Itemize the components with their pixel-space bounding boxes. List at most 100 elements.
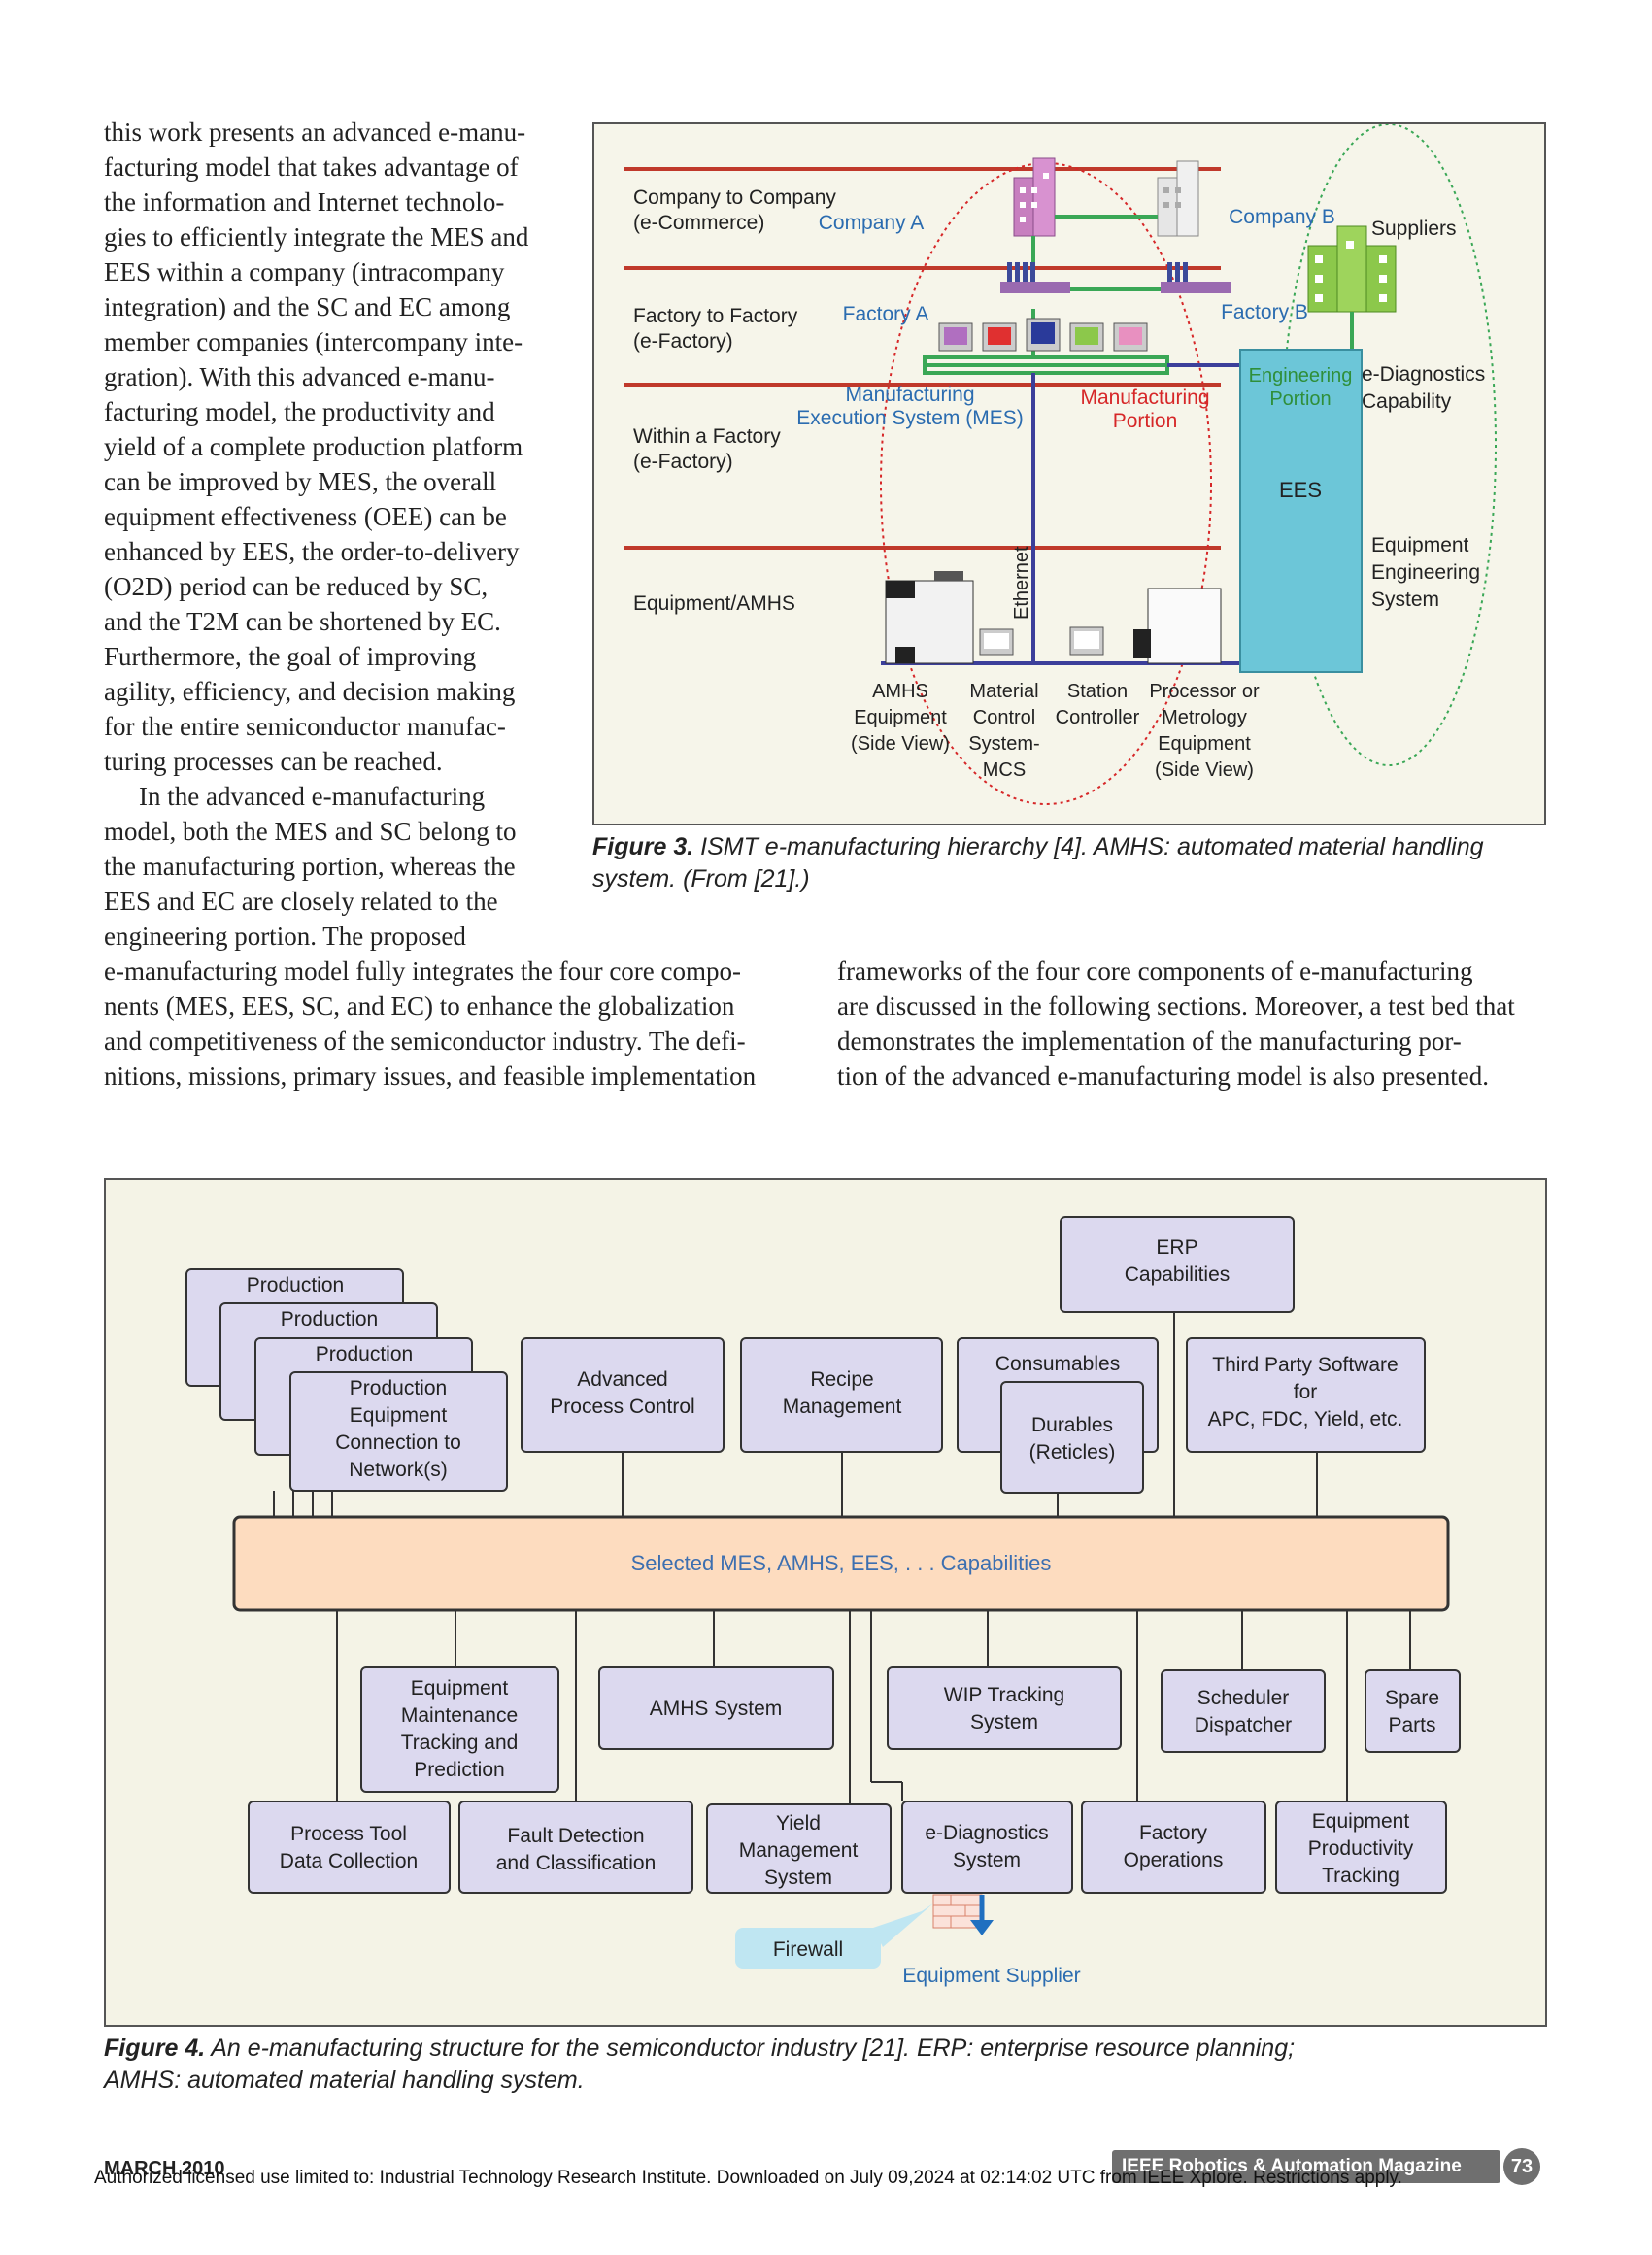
text-line: gies to efficiently integrate the MES an… [104,222,529,252]
arrow-down-icon [970,1920,994,1935]
footer-magazine-title: IEEE Robotics & Automation Magazine [1122,2156,1462,2176]
production-connection-label: Production [350,1377,447,1399]
text-line: equipment effectiveness (OEE) can be [104,502,507,531]
wip-tracking-label: System [970,1711,1038,1733]
wip-tracking-label: WIP Tracking [944,1684,1064,1706]
text-line: and the T2M can be shortened by EC. [104,607,501,636]
ediagnostics-box [901,1801,1073,1894]
license-notice: Authorized licensed use limited to: Indu… [94,2168,1402,2188]
text-line: and competitiveness of the semiconductor… [104,1027,746,1056]
production-label: Production [316,1343,413,1365]
equipment-maintenance-box [360,1666,559,1793]
production-connection-box [289,1371,508,1492]
figure-4: ERP Capabilities Production Production P… [104,1178,1547,2027]
station-label: Controller [1056,707,1140,728]
figure-3-caption-text: ISMT e-manufacturing hierarchy [4]. AMHS… [700,833,1484,860]
tier-label: (e-Factory) [633,330,733,353]
tier-label: Within a Factory [633,425,781,448]
text-line: e-manufacturing model fully integrates t… [104,957,742,986]
text-line: this work presents an advanced e-manu- [104,118,526,147]
figure-3-diagram: Company to Company (e-Commerce) Factory … [624,123,1497,805]
spare-parts-label: Parts [1388,1714,1435,1736]
apc-box [521,1337,725,1453]
text-line: member companies (intercompany inte- [104,327,523,356]
tier-label: Equipment/AMHS [633,592,795,615]
yield-management-label: Yield [776,1812,821,1834]
figure-4-caption: Figure 4. An e-manufacturing structure f… [104,2033,1541,2097]
equipment-maintenance-label: Maintenance [401,1704,518,1727]
text-line: are discussed in the following sections.… [837,992,1515,1021]
figure-4-caption-text: An e-manufacturing structure for the sem… [211,2035,1296,2062]
text-line: integration) and the SC and EC among [104,292,511,321]
scheduler-box [1161,1669,1326,1753]
processor-label: Metrology [1162,707,1247,728]
scheduler-label: Dispatcher [1195,1714,1292,1736]
amhs-system-box [598,1666,834,1750]
text-line: EES and EC are closely related to the [104,887,498,916]
firewall-callout [873,1903,933,1947]
factory-a-icon [1000,262,1070,293]
mes-label: Execution System (MES) [796,407,1023,429]
spare-parts-box [1365,1669,1461,1753]
apc-label: Advanced [577,1368,667,1391]
equipment-maintenance-label: Tracking and [401,1732,519,1754]
scheduler-label: Scheduler [1197,1687,1290,1709]
process-tool-box [248,1801,451,1894]
manufacturing-ellipse [880,162,1212,805]
text-line: for the entire semiconductor manufac- [104,712,506,741]
production-connection-label: Equipment [350,1404,448,1427]
mcs-label: MCS [983,759,1026,781]
third-party-label: Third Party Software [1212,1354,1398,1376]
body-paragraph-1: this work presents an advanced e-manu-fa… [104,115,558,779]
amhs-equipment-icon [885,571,974,664]
wip-tracking-box [887,1666,1122,1750]
manufacturing-portion-label: Manufacturing [1080,387,1209,409]
figure-4-caption-text: AMHS: automated material handling system… [104,2067,585,2094]
text-line: demonstrates the implementation of the m… [837,1027,1462,1056]
ees-description: Equipment [1371,534,1469,556]
text-line: facturing model, the productivity and [104,397,495,426]
yield-management-label: Management [739,1839,859,1862]
recipe-label: Recipe [810,1368,873,1391]
equipment-maintenance-label: Equipment [411,1677,509,1700]
figure-3-caption-label: Figure 3. [592,833,694,860]
station-controller-icon [979,626,1104,656]
text-line: the manufacturing portion, whereas the [104,852,516,881]
company-b-label: Company B [1229,206,1335,228]
tier-label: Factory to Factory [633,305,798,327]
mcs-label: Control [973,707,1035,728]
tier-label: (e-Factory) [633,451,733,473]
apc-label: Process Control [550,1396,694,1418]
factory-a-label: Factory A [843,303,929,325]
third-party-label: APC, FDC, Yield, etc. [1208,1408,1403,1430]
text-line: engineering portion. The proposed [104,922,466,951]
yield-management-label: System [764,1867,832,1889]
figure-4-caption-label: Figure 4. [104,2035,206,2062]
body-paragraph-2-left: e-manufacturing model fully integrates t… [104,954,808,1094]
factory-b-label: Factory B [1221,301,1308,323]
mcs-label: Material [969,681,1038,702]
ethernet-label: Ethernet [1011,546,1032,620]
tier-label: Company to Company [633,186,836,209]
processor-label: (Side View) [1155,759,1254,781]
tier-label: (e-Commerce) [633,212,764,234]
equipment-maintenance-label: Prediction [414,1759,504,1781]
amhs-system-label: AMHS System [650,1698,783,1720]
ediagnostics-label: System [953,1849,1021,1871]
recipe-label: Management [783,1396,902,1418]
spare-parts-label: Spare [1385,1687,1439,1709]
mcs-label: System- [968,733,1039,755]
text-line: agility, efficiency, and decision making [104,677,516,706]
ediag-capability-label: Capability [1362,390,1452,413]
figure-3: Company to Company (e-Commerce) Factory … [592,122,1546,825]
text-line: the information and Internet technolo- [104,187,505,217]
workstation-icons [938,318,1148,352]
amhs-label: Equipment [854,707,947,728]
processor-label: Equipment [1158,733,1251,755]
text-line: gration). With this advanced e-manu- [104,362,495,391]
text-line: model, both the MES and SC belong to [104,817,517,846]
durables-box [1000,1381,1144,1494]
erp-box [1060,1216,1295,1313]
footer-page-number: 73 [1503,2148,1540,2185]
consumables-label: Consumables [995,1353,1120,1375]
